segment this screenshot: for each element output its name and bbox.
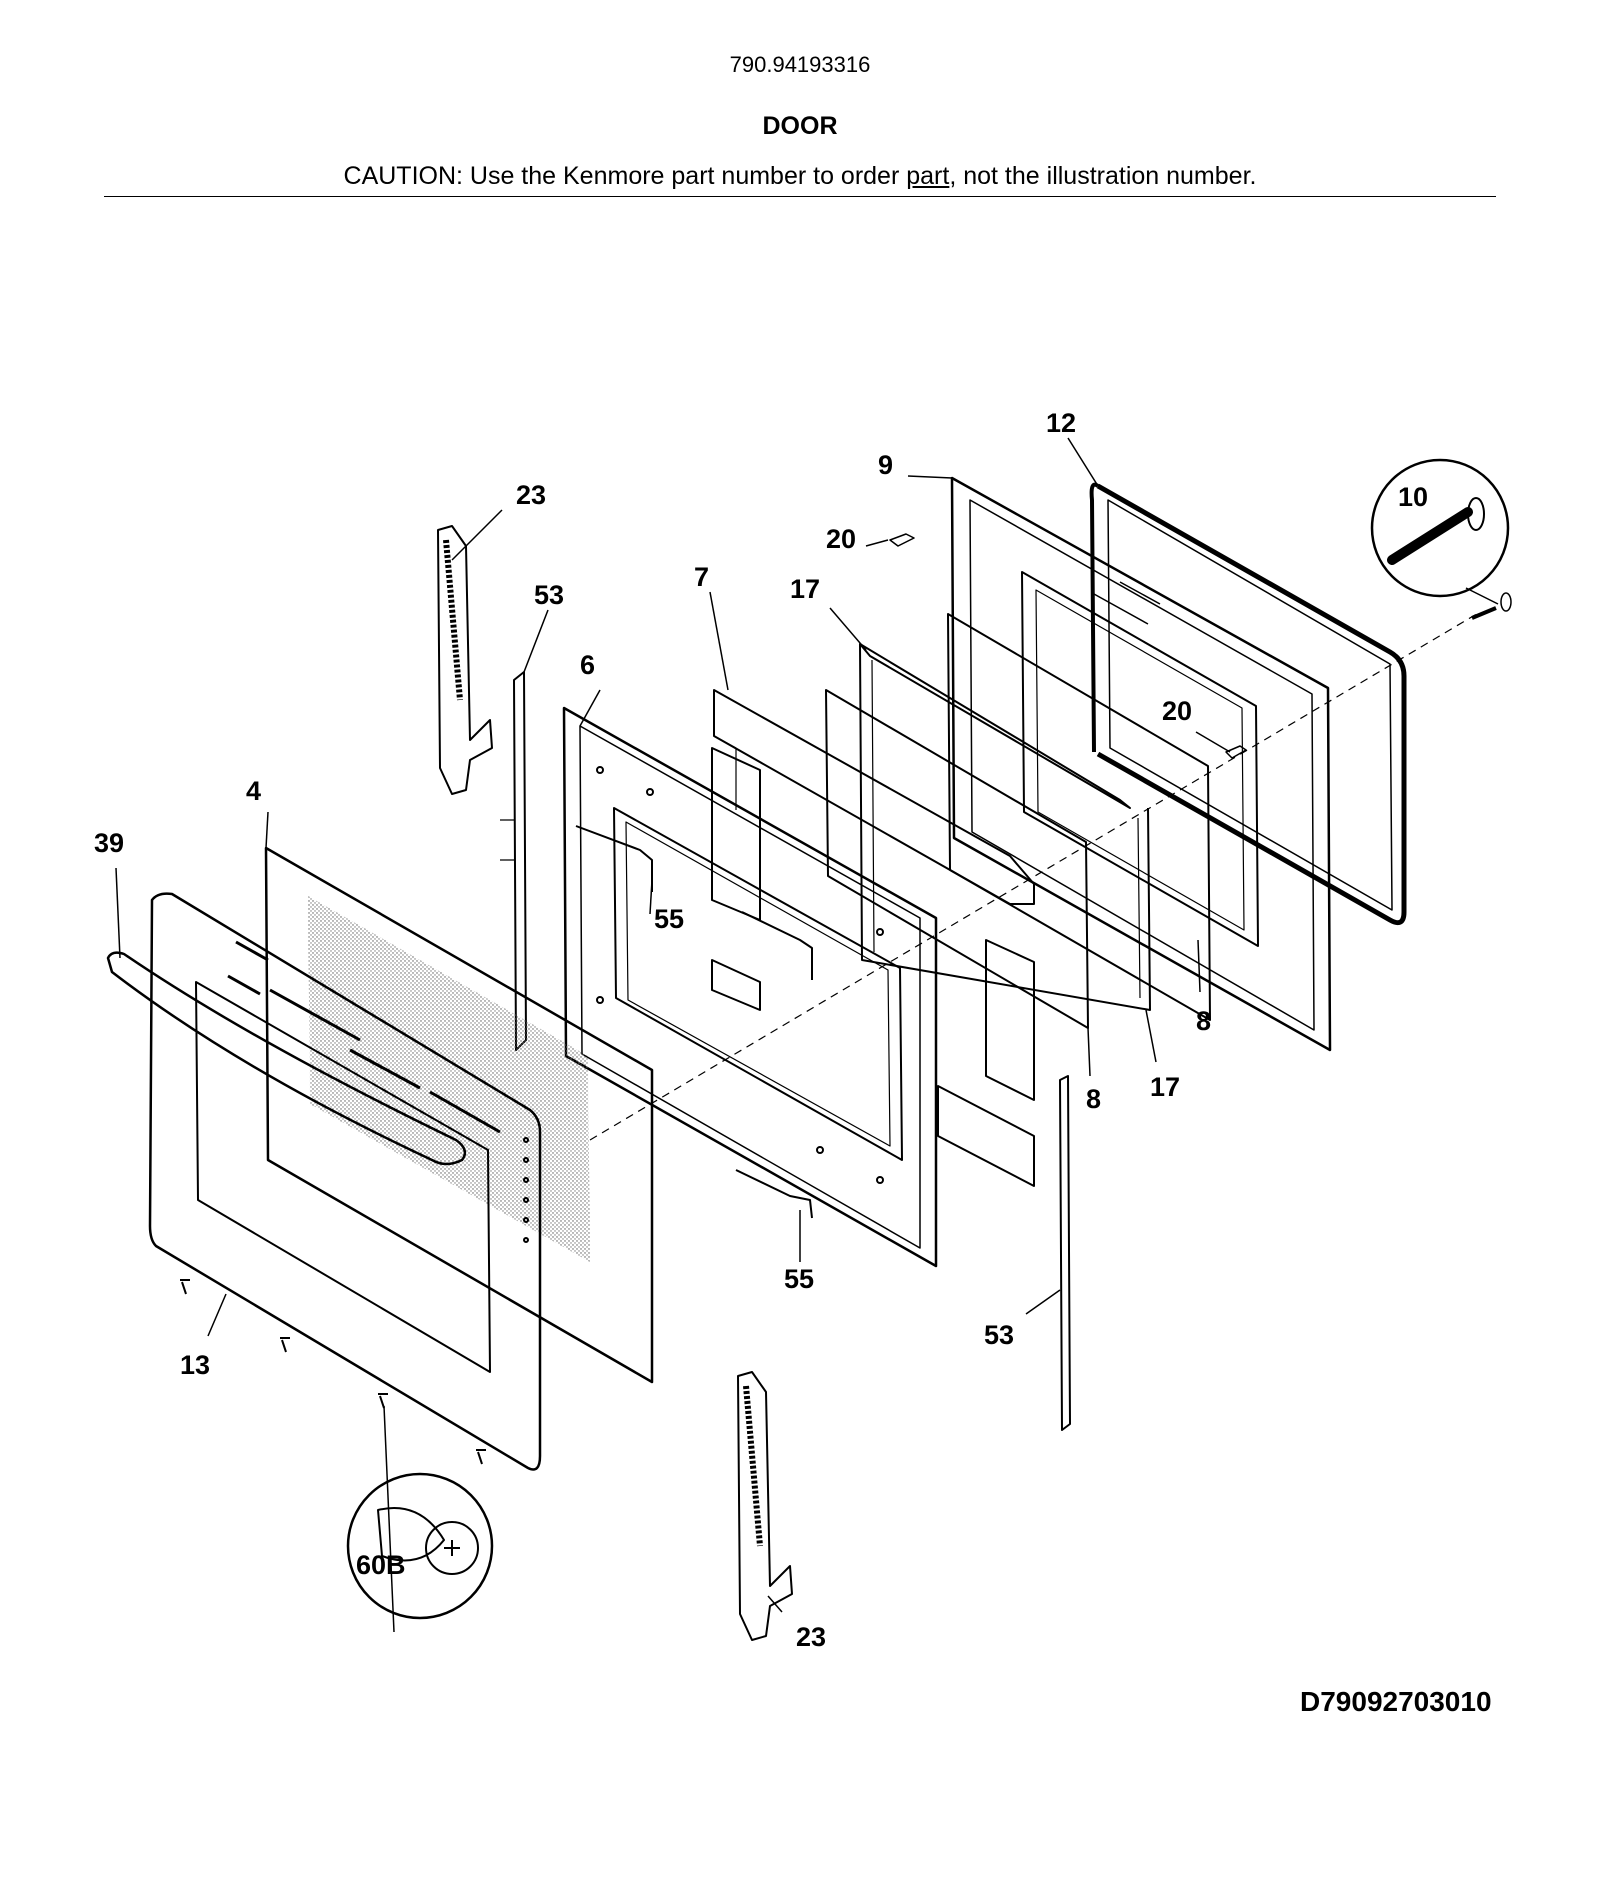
callout-10: 10: [1398, 482, 1428, 512]
callout-23-lower: 23: [796, 1622, 826, 1652]
part-53-trim-right: [1059, 1075, 1071, 1431]
part-23-hinge-upper: [437, 525, 493, 795]
part-20-clip-lower: [1225, 745, 1247, 759]
part-7-insulation: [711, 689, 1035, 1187]
callout-20-upper: 20: [826, 524, 856, 554]
callout-55-lower: 55: [784, 1264, 814, 1294]
part-4-outer-glass: [264, 846, 654, 1384]
callout-8-left: 8: [1086, 1084, 1101, 1114]
caution-underlined: part: [906, 162, 950, 190]
diagram-id: D79092703010: [1300, 1686, 1492, 1717]
part-55-bracket-upper: [575, 825, 813, 980]
caution-note: CAUTION: Use the Kenmore part number to …: [0, 162, 1600, 191]
part-23-hinge-lower: [737, 1371, 793, 1641]
caution-suffix: , not the illustration number.: [949, 162, 1257, 190]
callout-20-lower: 20: [1162, 696, 1192, 726]
callout-17-upper: 17: [790, 574, 820, 604]
callout-9: 9: [878, 450, 893, 480]
model-number: 790.94193316: [729, 52, 871, 77]
callout-6: 6: [580, 650, 595, 680]
part-17-window-frame: [859, 643, 1151, 1011]
part-8-glass-rear: [947, 613, 1211, 1021]
callout-13: 13: [180, 1350, 210, 1380]
part-53-trim-left: [500, 671, 527, 1051]
header-rule: [104, 196, 1496, 197]
callout-55-upper: 55: [654, 904, 684, 934]
part-60b-screws: [180, 1279, 486, 1465]
callout-17-lower: 17: [1150, 1072, 1180, 1102]
callout-7: 7: [694, 562, 709, 592]
part-20-clip-upper: [865, 533, 915, 547]
callout-4: 4: [246, 776, 261, 806]
part-6-door-liner: [562, 706, 938, 1268]
leader-lines: [115, 437, 1231, 1613]
callout-labels: 12 9 23 10 20 53 7 17 6 20 4 39 55 8 17 …: [94, 408, 1428, 1652]
callout-23-upper: 23: [516, 480, 546, 510]
callout-12: 12: [1046, 408, 1076, 438]
part-39-handle: [106, 951, 467, 1166]
detail-circle-10: [1370, 458, 1512, 620]
callout-60b: 60B: [356, 1550, 406, 1580]
alignment-axis: [589, 611, 1481, 1141]
callout-39: 39: [94, 828, 124, 858]
part-55-bracket-lower: [735, 1169, 813, 1219]
part-13-outer-door: [148, 892, 542, 1471]
caution-prefix: CAUTION: Use the Kenmore part number to …: [343, 162, 907, 190]
callout-53-upper: 53: [534, 580, 564, 610]
detail-circle-60b: [346, 1405, 494, 1633]
callout-8-right: 8: [1196, 1006, 1211, 1036]
part-12-gasket: [1089, 482, 1407, 926]
section-title: DOOR: [762, 112, 838, 140]
part-9-inner-panel: [950, 476, 1332, 1052]
callout-53-lower: 53: [984, 1320, 1014, 1350]
